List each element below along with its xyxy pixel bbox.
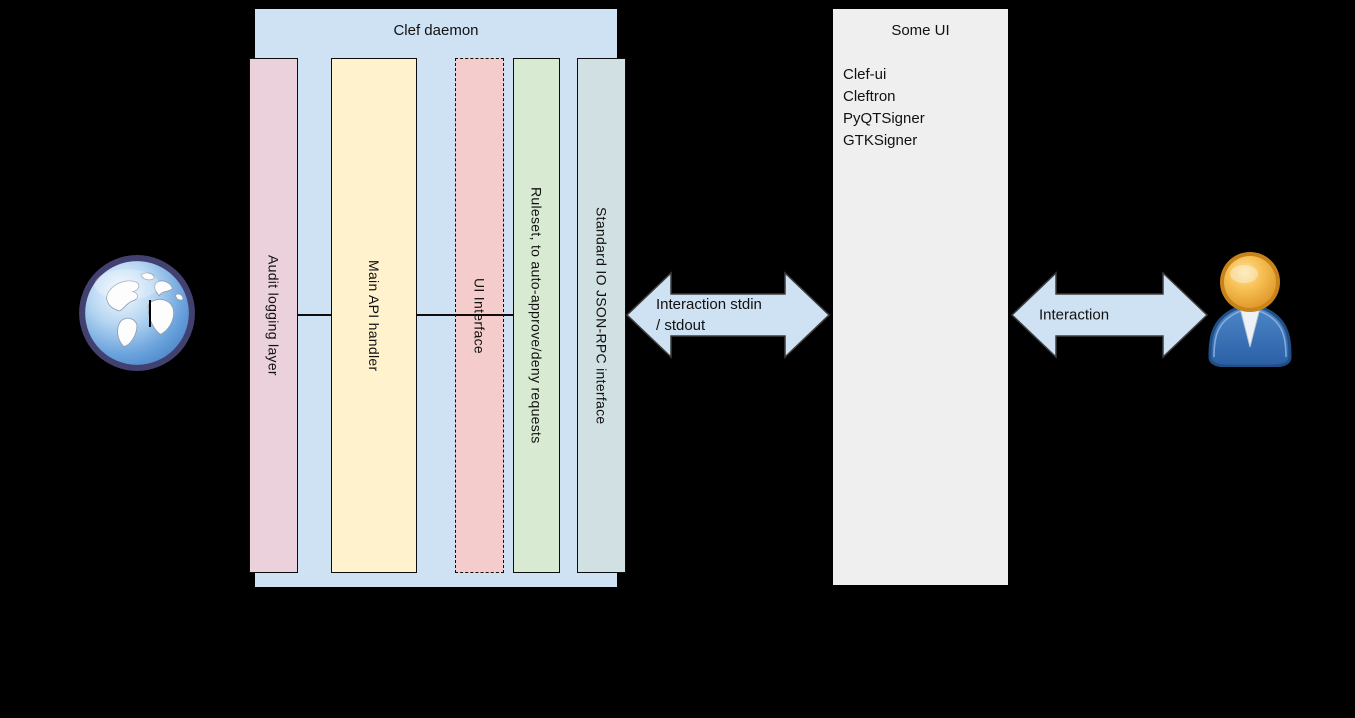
arrow-label-line2: / stdout — [656, 317, 706, 334]
layer-label: Ruleset, to auto-approve/deny requests — [528, 187, 545, 444]
arrow-interaction: Interaction — [1011, 271, 1208, 359]
layer-ruleset: Ruleset, to auto-approve/deny requests — [513, 58, 560, 573]
layer-label: Standard IO JSON-RPC interface — [593, 206, 610, 425]
list-item: PyQTSigner — [843, 110, 925, 127]
connector-line-api-ruleset — [417, 314, 513, 316]
clef-daemon-box: Clef daemon — [255, 9, 617, 587]
list-item: Clef-ui — [843, 66, 887, 83]
arrow-label-line1: Interaction stdin — [656, 296, 762, 313]
layer-stdio-jsonrpc: Standard IO JSON-RPC interface — [577, 58, 626, 573]
globe-stub-line — [149, 300, 151, 327]
layer-main-api-handler: Main API handler — [331, 58, 417, 573]
user-icon — [1202, 251, 1298, 368]
arrow-stdin-stdout-label: Interaction stdin / stdout — [656, 294, 762, 336]
double-arrow-shape — [626, 271, 830, 359]
arrow-label-line1: Interaction — [1039, 306, 1110, 324]
some-ui-title: Some UI — [891, 22, 950, 39]
some-ui-box: Some UI Clef-ui Cleftron PyQTSigner GTKS… — [833, 9, 1008, 585]
globe-icon — [76, 252, 198, 374]
some-ui-list: Clef-ui Cleftron PyQTSigner GTKSigner — [833, 64, 1008, 152]
list-item: GTKSigner — [843, 132, 918, 149]
layer-label: Audit logging layer — [265, 255, 282, 376]
list-item: Cleftron — [843, 88, 896, 105]
layer-audit-logging: Audit logging layer — [249, 58, 298, 573]
arrow-interaction-label: Interaction — [1039, 305, 1109, 326]
double-arrow-shape — [1011, 271, 1208, 359]
layer-label: Main API handler — [366, 259, 382, 372]
clef-daemon-title: Clef daemon — [393, 22, 479, 39]
connector-line-audit-api — [298, 314, 331, 316]
arrow-stdin-stdout: Interaction stdin / stdout — [626, 271, 830, 359]
